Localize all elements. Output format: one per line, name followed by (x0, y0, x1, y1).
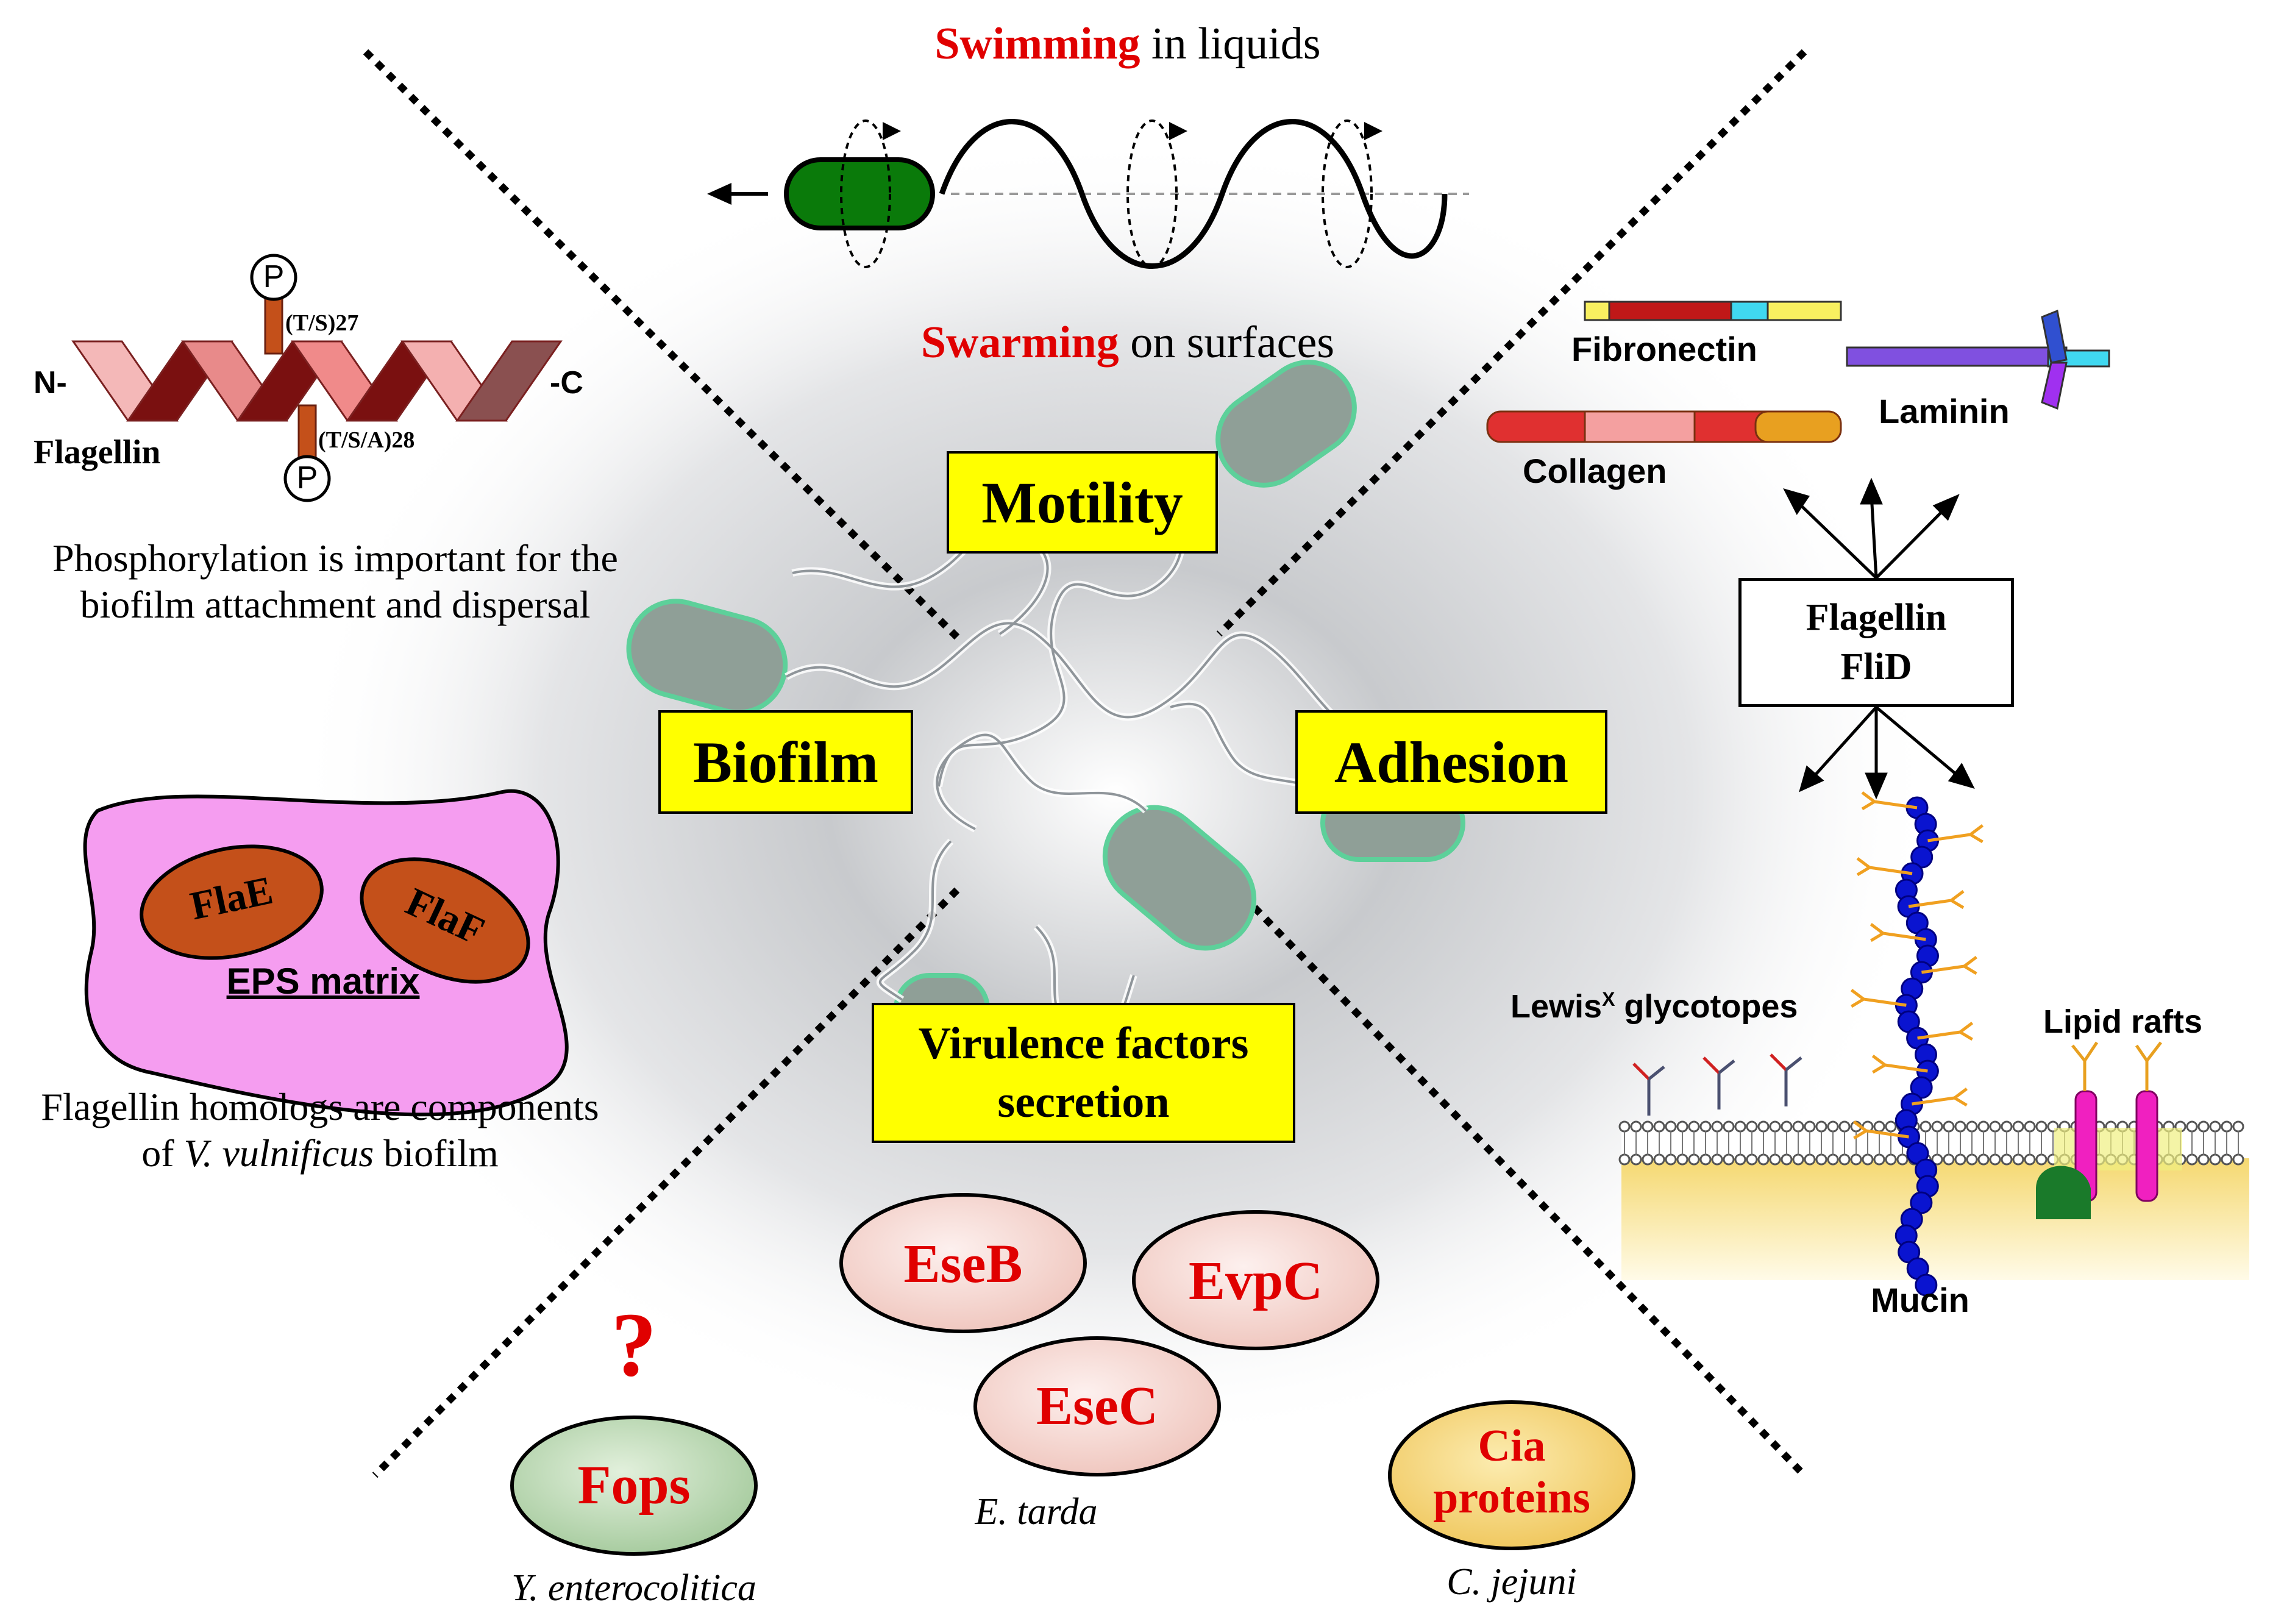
swimming-bacterium-icon (707, 119, 1469, 269)
species-enterocolitica: Y. enterocolitica (511, 1567, 756, 1609)
swarming-word: Swarming (920, 318, 1119, 368)
cia-line-1: Cia (1478, 1421, 1546, 1471)
lewis-glycotopes-label: LewisX glycotopes (1510, 988, 1798, 1025)
fibronectin-label: Fibronectin (1571, 330, 1757, 368)
phosphate-icon (250, 254, 331, 502)
fibronectin-icon (1584, 301, 1842, 321)
question-mark: ? (611, 1294, 657, 1395)
lewis-prefix: Lewis (1510, 988, 1603, 1025)
lipid-rafts-label: Lipid rafts (2043, 1003, 2203, 1040)
site-bottom-label: (T/S/A)28 (318, 427, 415, 453)
collagen-label: Collagen (1523, 452, 1667, 490)
flid-box-line-2: FliD (1840, 646, 1912, 688)
cia-ellipse (1388, 1400, 1635, 1550)
species-vulnificus: V. vulnificus (183, 1131, 374, 1175)
virulence-box: Virulence factors secretion (872, 1003, 1295, 1143)
site-top-label: (T/S)27 (285, 310, 359, 336)
mucin-chain-icon (1850, 791, 1984, 1297)
phosphate-bottom-symbol: P (296, 460, 318, 496)
collagen-icon (1486, 410, 1842, 443)
laminin-icon (1846, 309, 2110, 410)
adhesion-box: Adhesion (1295, 710, 1607, 814)
virulence-line-1: Virulence factors (918, 1018, 1249, 1069)
cia-line-2: proteins (1433, 1473, 1590, 1523)
swimming-word: Swimming (934, 19, 1140, 69)
flagellin-caption: Phosphorylation is important for the bio… (0, 535, 671, 627)
motility-box: Motility (947, 451, 1218, 554)
biofilm-box: Biofilm (658, 710, 913, 814)
eps-matrix-label: EPS matrix (226, 961, 420, 1002)
lewis-glycotope-icons (1632, 1053, 1802, 1116)
flaf-ellipse (360, 857, 530, 984)
evpc-ellipse (1132, 1210, 1379, 1350)
species-jejuni: C. jejuni (1446, 1561, 1577, 1603)
flagellin-helix-icon (71, 340, 563, 422)
phosphate-top-symbol: P (263, 259, 285, 294)
swarming-label: Swarming on surfaces (671, 317, 1585, 369)
flid-box-line-1: Flagellin (1806, 597, 1947, 639)
biofilm-caption-line-2: of V. vulnificus biofilm (0, 1130, 640, 1177)
flagellin-caption-line-1: Phosphorylation is important for the (52, 536, 618, 580)
flagellin-label: Flagellin (34, 433, 161, 471)
swimming-rest: in liquids (1140, 19, 1321, 69)
flid-box: Flagellin FliD (1738, 578, 2014, 707)
flae-ellipse (140, 844, 324, 960)
n-terminus-label: N- (34, 365, 67, 401)
evpc-label: EvpC (1188, 1251, 1323, 1311)
fops-ellipse (510, 1416, 758, 1556)
mucin-label: Mucin (1871, 1281, 1969, 1319)
biofilm-caption-suffix: biofilm (374, 1131, 499, 1175)
species-tarda: E. tarda (975, 1491, 1098, 1533)
lewis-suffix: glycotopes (1615, 988, 1798, 1025)
cia-label: Cia proteins (1390, 1420, 1634, 1524)
flid-arrows (1783, 477, 1975, 800)
lewis-superscript: X (1602, 988, 1615, 1010)
biofilm-caption-line-1: Flagellin homologs are components (41, 1085, 599, 1128)
biofilm-caption-prefix: of (141, 1131, 184, 1175)
swarming-rest: on surfaces (1119, 318, 1335, 368)
biofilm-caption: Flagellin homologs are components of V. … (0, 1084, 640, 1176)
eseb-label: EseB (903, 1234, 1023, 1294)
laminin-label: Laminin (1879, 392, 2010, 430)
lipid-raft-icon (2036, 1041, 2182, 1219)
esec-label: EseC (1036, 1376, 1158, 1436)
fops-label: Fops (577, 1455, 691, 1515)
flagellin-caption-line-2: biofilm attachment and dispersal (80, 582, 591, 626)
swimming-label: Swimming in liquids (671, 18, 1585, 70)
virulence-line-2: secretion (997, 1077, 1170, 1127)
dotted-dividers (363, 49, 1807, 1478)
esec-ellipse (973, 1336, 1221, 1476)
eseb-ellipse (839, 1193, 1087, 1333)
c-terminus-label: -C (550, 365, 583, 401)
